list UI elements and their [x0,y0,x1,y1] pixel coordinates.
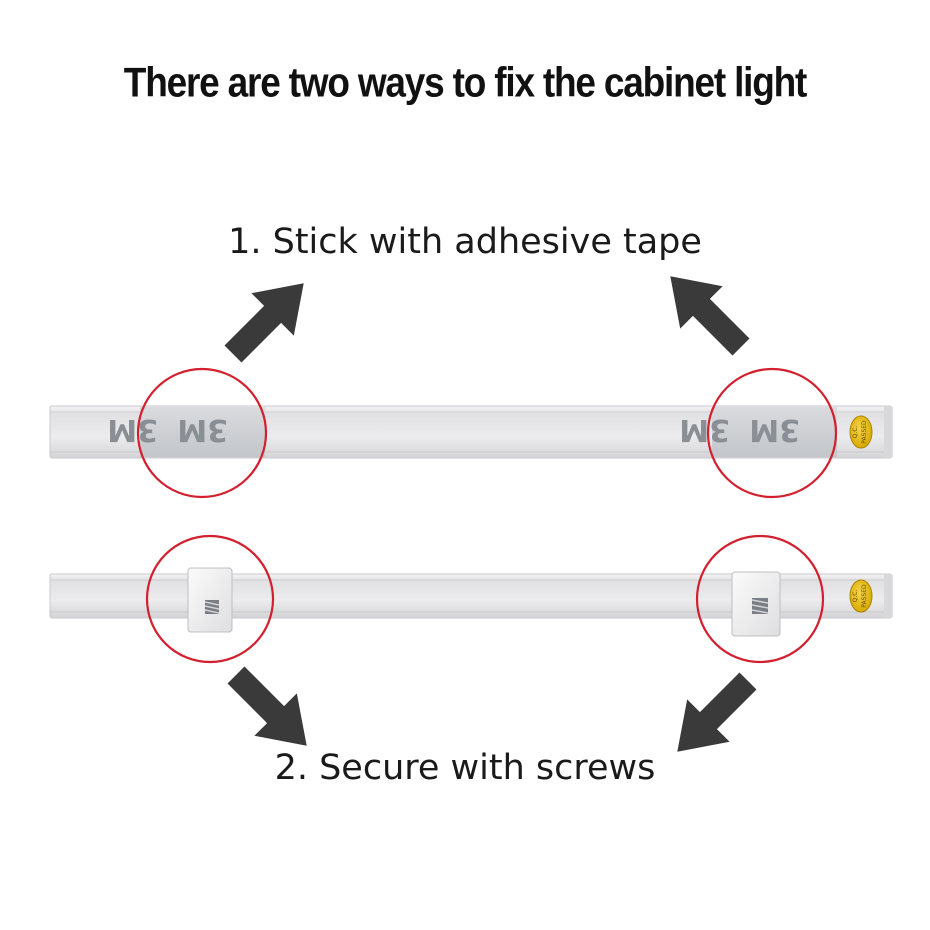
tape-brand-text: 3M [177,412,228,447]
adhesive-tape-left: 3M 3M [107,407,265,457]
arrow-icon [224,283,304,363]
mounting-clip-left [187,567,233,633]
screw-icon [751,598,769,614]
method-1-caption: 1. Stick with adhesive tape [228,222,702,262]
tape-brand-text: 3M [749,412,800,447]
svg-text:PASSED: PASSED [861,584,868,608]
svg-text:Q.C.: Q.C. [852,426,859,439]
qc-passed-sticker-icon: Q.C. PASSED [849,415,873,449]
arrow-icon [670,276,750,356]
page-title: There are two ways to fix the cabinet li… [123,59,808,106]
svg-text:Q.C.: Q.C. [852,590,859,603]
highlight-circle-icon [145,534,275,664]
arrow-icon [677,672,757,752]
qc-passed-sticker-icon: Q.C. PASSED [849,579,873,613]
adhesive-tape-right: 3M 3M [679,407,837,457]
mounting-clip-right [731,571,781,637]
highlight-circle-icon [695,534,825,664]
highlight-circle-icon [136,367,268,499]
highlight-circle-icon [706,367,838,499]
tape-brand-text: 3M [679,412,730,447]
screw-icon [204,600,220,614]
svg-text:PASSED: PASSED [861,420,868,444]
tape-brand-text: 3M [107,412,158,447]
method-2-caption: 2. Secure with screws [274,748,656,788]
arrow-icon [227,666,307,746]
